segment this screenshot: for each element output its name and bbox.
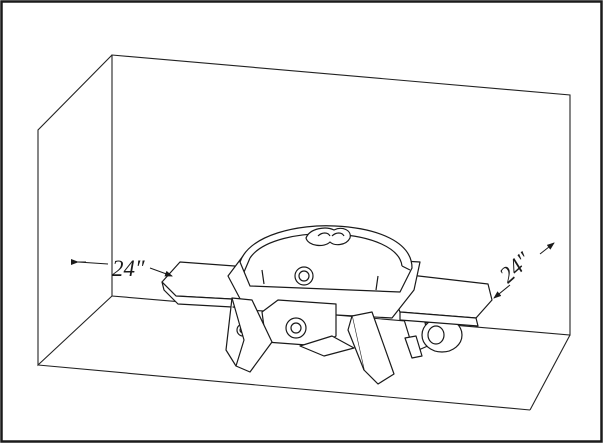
- left-clearance-dimension: 24″: [71, 256, 173, 281]
- right-clearance-dimension: 24″: [493, 242, 555, 299]
- left-arrow-line: [149, 267, 173, 277]
- right-dimension-label: 24″: [495, 247, 536, 288]
- wall-enclosure: [37, 54, 571, 411]
- right-dimension-line: [539, 242, 555, 255]
- left-dimension-label: 24″: [112, 256, 145, 281]
- right-arrow-line: [493, 284, 511, 299]
- grill-illustration: [161, 225, 493, 385]
